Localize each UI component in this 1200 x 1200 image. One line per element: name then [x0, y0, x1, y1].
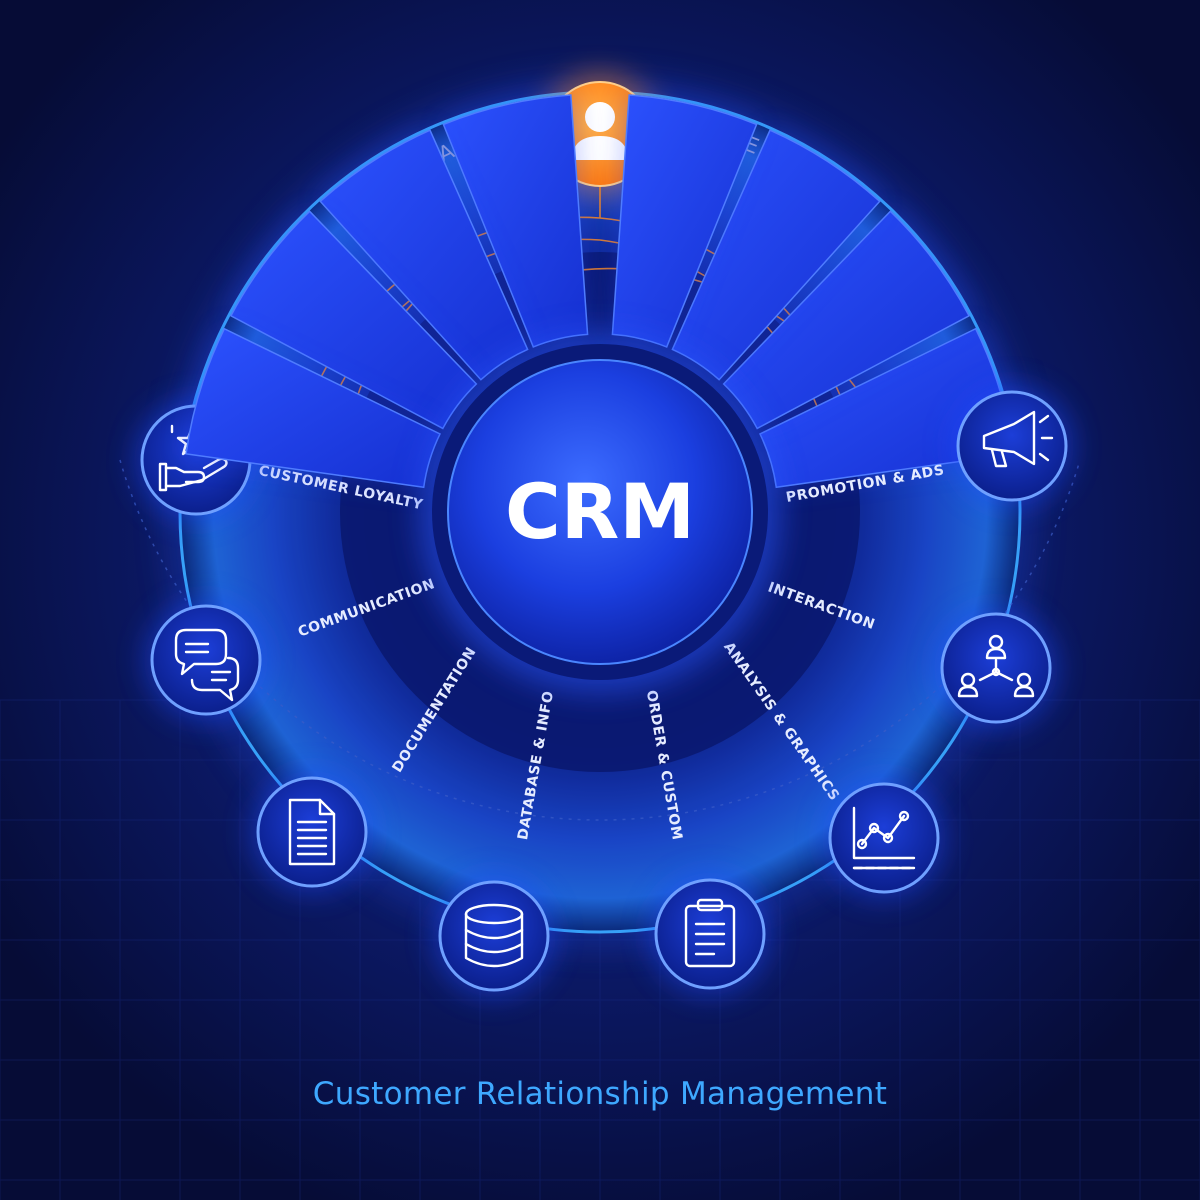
- megaphone-icon: [982, 410, 1054, 468]
- document-icon: [288, 798, 336, 866]
- icon-badge: [822, 776, 946, 900]
- bottom-caption: Customer Relationship Management: [312, 1076, 888, 1112]
- people-network-icon: [957, 634, 1035, 698]
- segment-order-custom[interactable]: ORDER & CUSTOM: [442, 94, 772, 996]
- crm-core: CRM: [418, 330, 782, 694]
- segment-promotion-ads[interactable]: PROMOTION & ADS: [185, 327, 1074, 508]
- database-icon: [464, 903, 524, 968]
- chat-bubbles-icon: [174, 628, 240, 702]
- icon-badge: [950, 384, 1074, 508]
- icon-badge: [648, 872, 772, 996]
- icon-badge: [432, 874, 556, 998]
- segment-communication[interactable]: COMMUNICATION: [144, 210, 971, 722]
- crm-title: CRM: [505, 467, 695, 556]
- user-icon: [572, 102, 628, 160]
- icon-badge: [250, 770, 374, 894]
- line-graph-icon: [852, 806, 916, 870]
- clipboard-icon: [684, 898, 736, 968]
- icon-badge: [934, 606, 1058, 730]
- icon-badge: [144, 598, 268, 722]
